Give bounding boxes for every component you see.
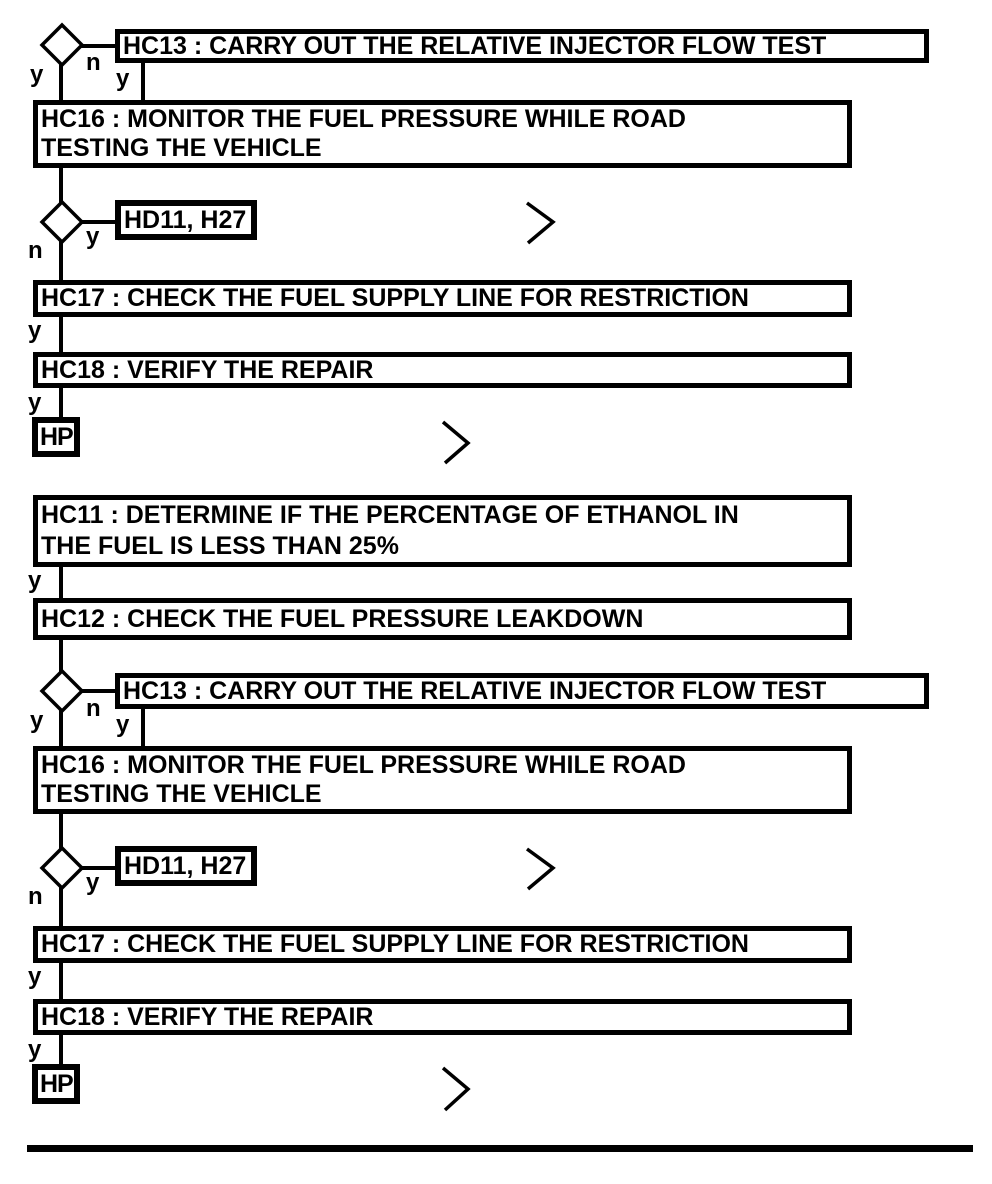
flow-box-label: HC12 : CHECK THE FUEL PRESSURE LEAKDOWN — [41, 604, 644, 633]
flow-box-label: THE FUEL IS LESS THAN 25% — [41, 532, 399, 560]
branch-label-yes: y — [86, 869, 100, 896]
branch-label-yes: y — [86, 223, 100, 250]
flow-box-hc17: HC17 : CHECK THE FUEL SUPPLY LINE FOR RE… — [33, 926, 852, 963]
flow-box-hc17: HC17 : CHECK THE FUEL SUPPLY LINE FOR RE… — [33, 280, 852, 317]
flow-box-label: HP — [40, 422, 74, 451]
flow-box-hc13: HC13 : CARRY OUT THE RELATIVE INJECTOR F… — [115, 673, 929, 709]
flow-box-label: TESTING THE VEHICLE — [41, 780, 322, 808]
flow-box-hc13: HC13 : CARRY OUT THE RELATIVE INJECTOR F… — [115, 29, 929, 63]
branch-label-yes: y — [116, 65, 130, 92]
branch-label-no: n — [86, 695, 101, 722]
flow-box-hp: HP — [32, 417, 80, 457]
branch-label-yes: y — [116, 711, 130, 738]
flow-box-label: HD11, H27 — [124, 851, 247, 880]
branch-label-yes: y — [28, 567, 42, 594]
decision-diamond — [39, 668, 85, 714]
branch-label-yes: y — [30, 707, 44, 734]
flow-box-hc12: HC12 : CHECK THE FUEL PRESSURE LEAKDOWN — [33, 598, 852, 640]
flow-box-hd11-h27: HD11, H27 — [115, 200, 257, 240]
flow-box-label: HC17 : CHECK THE FUEL SUPPLY LINE FOR RE… — [41, 930, 749, 958]
flow-box-hc11: HC11 : DETERMINE IF THE PERCENTAGE OF ET… — [33, 495, 852, 567]
flow-box-label: TESTING THE VEHICLE — [41, 134, 322, 162]
flow-box-label: HC17 : CHECK THE FUEL SUPPLY LINE FOR RE… — [41, 284, 749, 312]
flow-box-label: HP — [40, 1069, 74, 1098]
flow-box-hc18: HC18 : VERIFY THE REPAIR — [33, 999, 852, 1035]
flow-box-hp: HP — [32, 1064, 80, 1104]
chevron-right-icon — [441, 420, 471, 465]
decision-diamond — [39, 199, 85, 245]
decision-diamond — [39, 845, 85, 891]
chevron-right-icon — [525, 201, 556, 245]
branch-label-no: n — [86, 49, 101, 76]
decision-diamond — [39, 22, 85, 68]
branch-label-yes: y — [28, 963, 42, 990]
flow-box-hc16: HC16 : MONITOR THE FUEL PRESSURE WHILE R… — [33, 100, 852, 168]
branch-label-yes: y — [30, 61, 44, 88]
section-divider — [27, 1145, 973, 1152]
flow-box-hd11-h27: HD11, H27 — [115, 846, 257, 886]
flow-box-label: HC11 : DETERMINE IF THE PERCENTAGE OF ET… — [41, 501, 739, 529]
branch-label-yes: y — [28, 389, 42, 416]
branch-label-yes: y — [28, 317, 42, 344]
chevron-right-icon — [441, 1066, 471, 1112]
flow-box-label: HC13 : CARRY OUT THE RELATIVE INJECTOR F… — [123, 31, 827, 60]
branch-label-no: n — [28, 237, 43, 264]
flow-box-hc18: HC18 : VERIFY THE REPAIR — [33, 352, 852, 388]
flow-box-label: HC18 : VERIFY THE REPAIR — [41, 1002, 374, 1031]
flow-box-label: HC13 : CARRY OUT THE RELATIVE INJECTOR F… — [123, 676, 827, 705]
branch-label-yes: y — [28, 1036, 42, 1063]
flow-box-label: HC18 : VERIFY THE REPAIR — [41, 355, 374, 384]
flow-box-label: HD11, H27 — [124, 205, 247, 234]
chevron-right-icon — [525, 847, 556, 891]
branch-label-no: n — [28, 883, 43, 910]
flow-box-hc16: HC16 : MONITOR THE FUEL PRESSURE WHILE R… — [33, 746, 852, 814]
flow-box-label: HC16 : MONITOR THE FUEL PRESSURE WHILE R… — [41, 751, 686, 779]
flow-box-label: HC16 : MONITOR THE FUEL PRESSURE WHILE R… — [41, 105, 686, 133]
